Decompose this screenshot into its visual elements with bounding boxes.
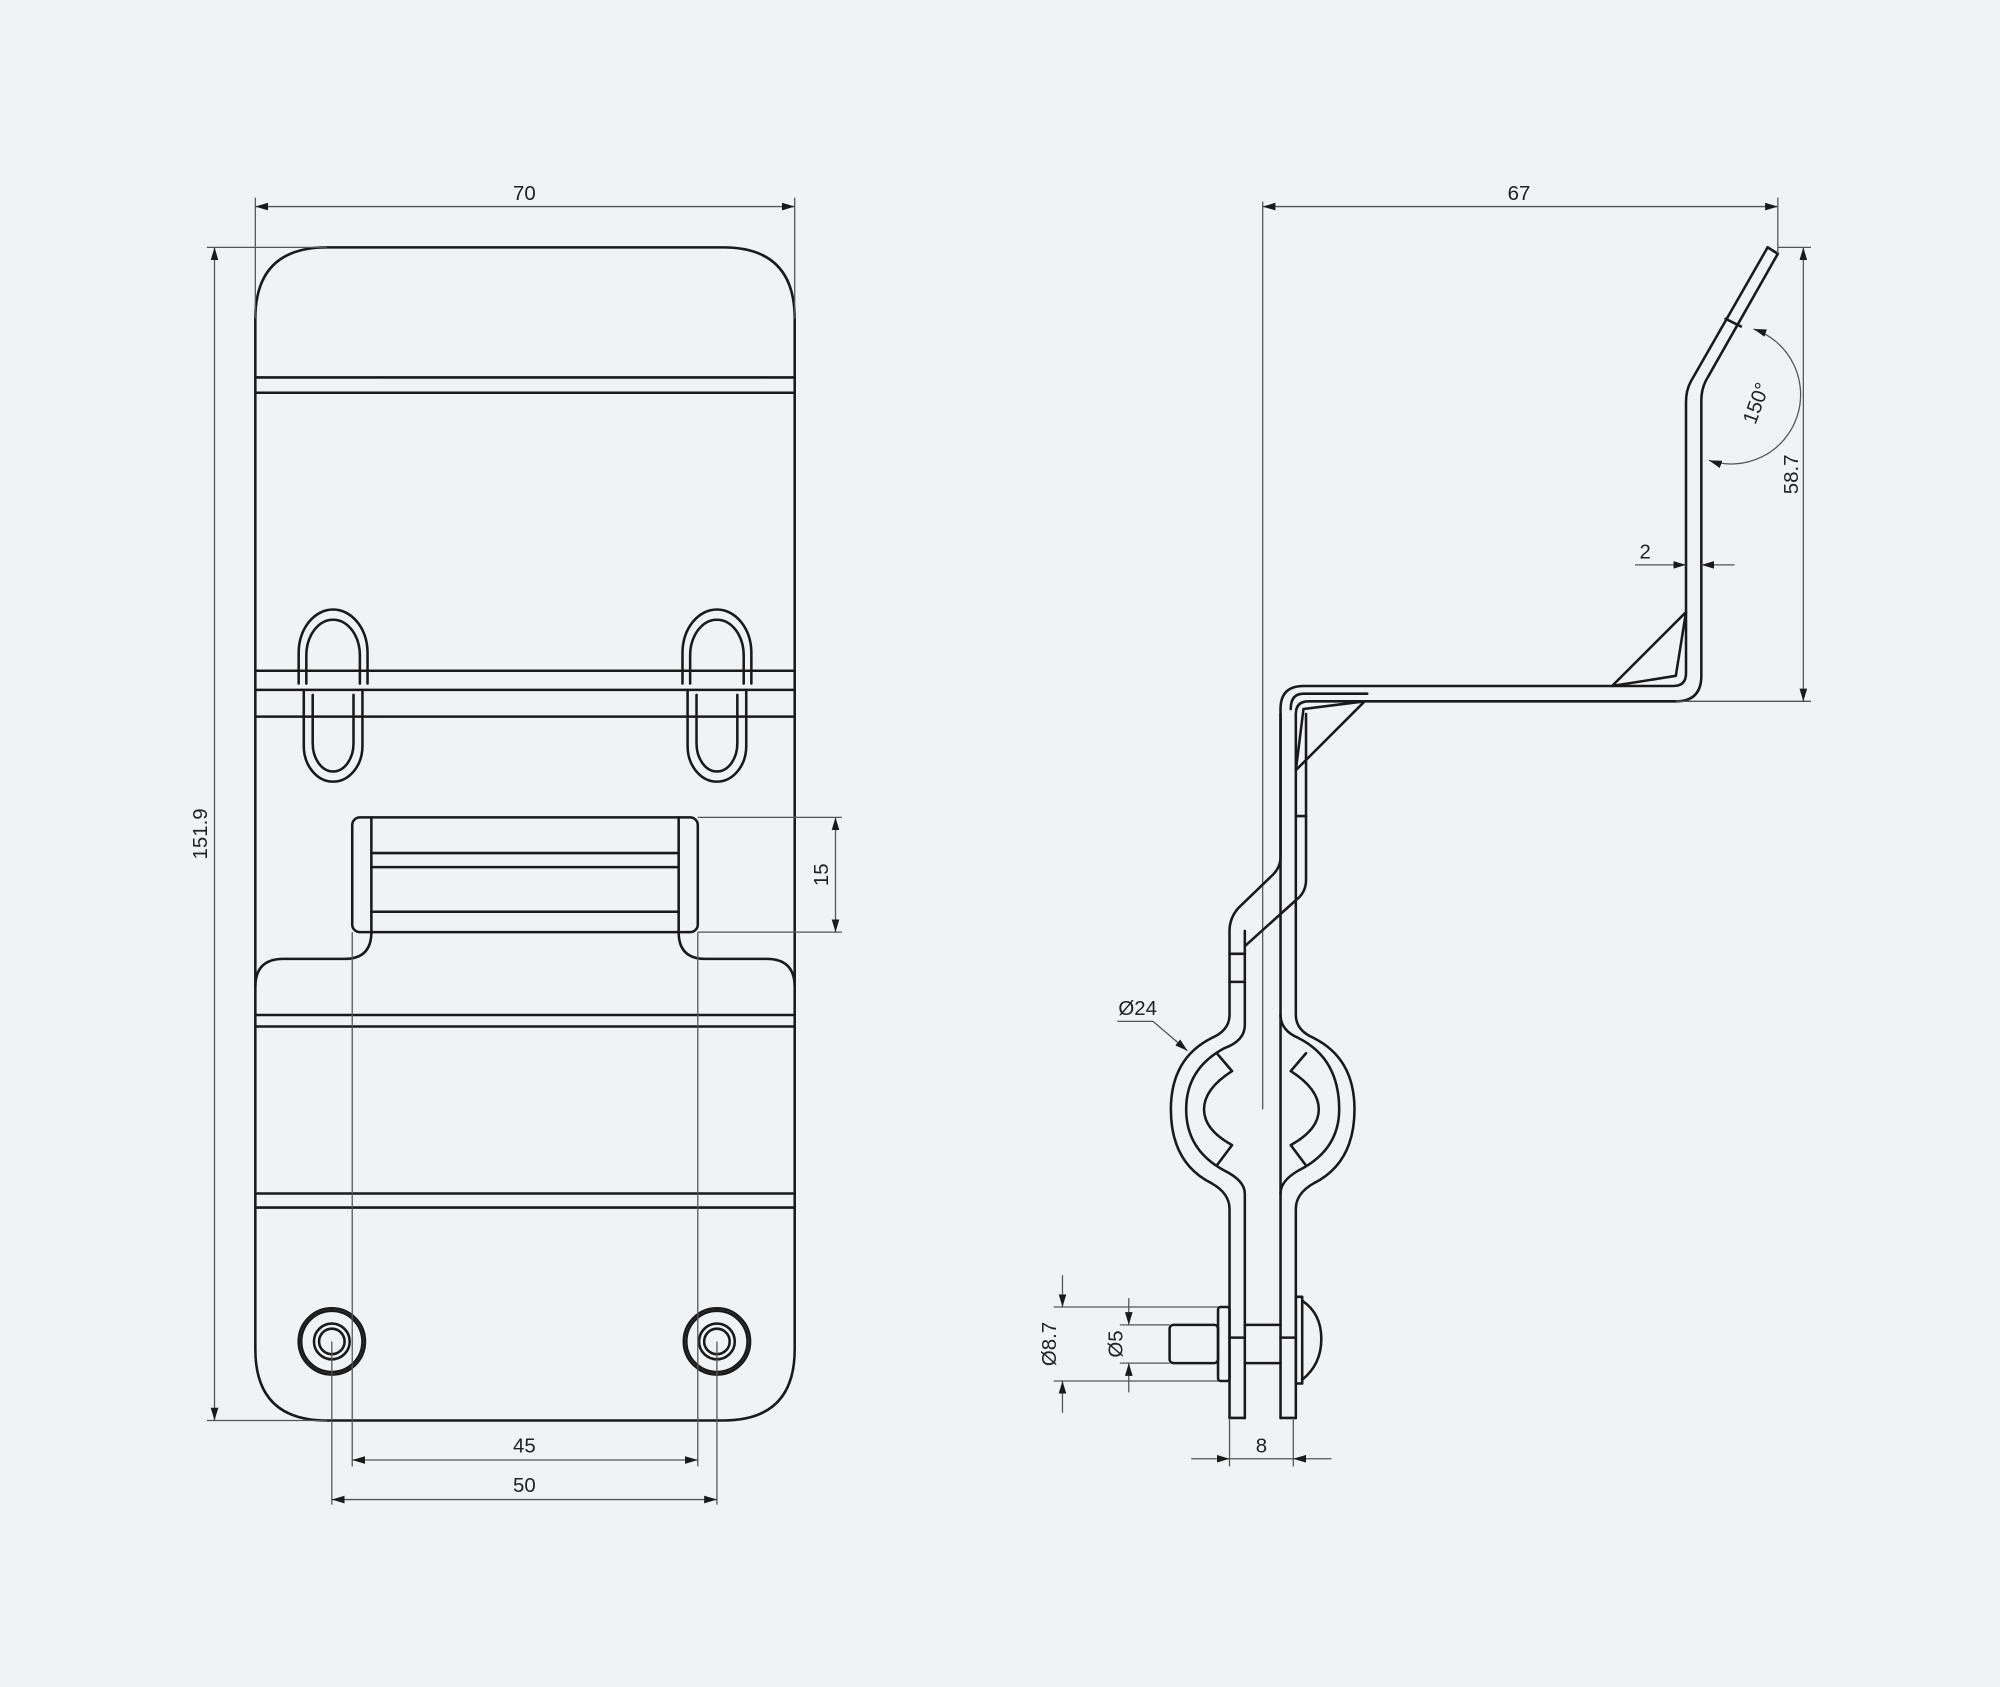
front-view: 70 151.9 15 45 50 [190, 183, 842, 1505]
bolt [1168, 1295, 1323, 1385]
dim-height: 151.9 [190, 808, 212, 859]
dim-clamp-gap: 8 [1256, 1435, 1267, 1457]
bracket-profile [1169, 246, 1769, 1420]
side-view: 67 58.7 150° 2 Ø24 Ø8.7 Ø5 [1039, 183, 1811, 1467]
slot-right [681, 608, 753, 783]
dim-pipe-diameter: Ø24 [1118, 998, 1157, 1020]
dim-washer-diameter: Ø8.7 [1039, 1322, 1061, 1366]
tab-window [254, 816, 796, 989]
dim-upper-height: 58.7 [1781, 455, 1803, 495]
dim-thickness: 2 [1640, 542, 1651, 564]
dim-hole-spacing: 50 [513, 1475, 536, 1497]
dim-inner-spacing: 45 [513, 1435, 536, 1457]
dim-window-height: 15 [811, 863, 833, 886]
dim-depth: 67 [1508, 183, 1531, 205]
dim-angle: 150° [1739, 380, 1774, 427]
dim-width: 70 [513, 183, 536, 205]
slot-left [297, 608, 369, 783]
plate-outline [254, 246, 796, 1422]
dim-bolt-diameter: Ø5 [1105, 1330, 1127, 1357]
